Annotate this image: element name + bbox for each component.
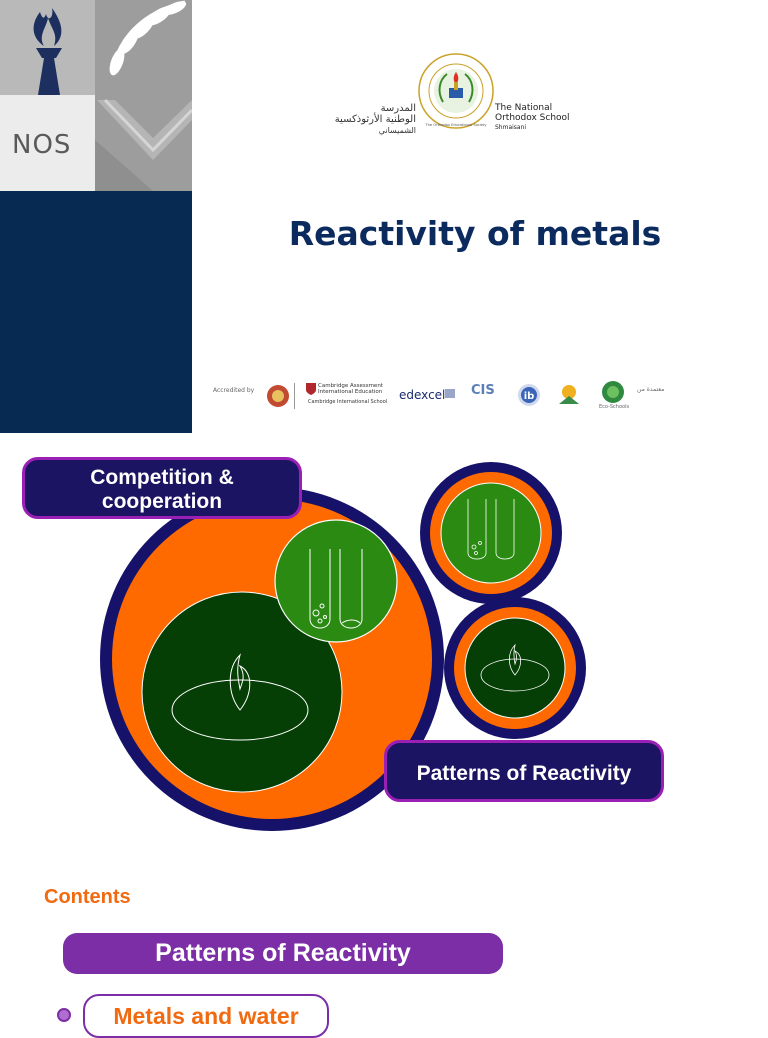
english-line-1: The National bbox=[495, 103, 553, 113]
cambridge-text: Cambridge Assessment International Educa… bbox=[318, 383, 383, 395]
slide-title: Reactivity of metals bbox=[288, 214, 662, 253]
english-line-2: Orthodox School bbox=[495, 113, 570, 123]
cambridge-shield-icon bbox=[306, 383, 316, 395]
sun-logo-icon bbox=[559, 385, 579, 404]
flame-icon bbox=[229, 653, 251, 711]
seal-ring-text: The Orthodox Educational Society bbox=[424, 123, 487, 127]
title-slide: NOS The Orthodox Educational Society الم… bbox=[0, 0, 768, 433]
jordan-crest-icon bbox=[267, 385, 289, 407]
section-title-bar[interactable]: Patterns of Reactivity bbox=[63, 933, 503, 974]
test-tube-circle bbox=[274, 519, 398, 643]
small-flame-icon bbox=[508, 643, 522, 676]
nos-badge-text: NOS bbox=[12, 130, 72, 160]
eco-schools-icon bbox=[602, 381, 624, 403]
small-circle-top-green bbox=[440, 482, 542, 584]
ib-logo: ib bbox=[524, 391, 535, 402]
school-seal-logo: The Orthodox Educational Society bbox=[418, 53, 494, 129]
cambridge-line-2: International Education bbox=[318, 389, 383, 395]
torch-icon bbox=[33, 8, 62, 95]
navy-panel bbox=[0, 191, 192, 433]
competition-line-2: cooperation bbox=[101, 490, 223, 513]
reactivity-graphic: Competition & cooperation Patterns of Re… bbox=[0, 433, 768, 853]
accreditation-row: Accredited by Cambridge Assessment Inter… bbox=[213, 378, 673, 414]
school-location: Shmaisani bbox=[495, 124, 527, 131]
wreath-tile bbox=[95, 0, 194, 191]
torch-tile bbox=[0, 0, 95, 95]
ib-logo-icon: ib bbox=[518, 384, 540, 406]
small-burner-ellipse bbox=[480, 658, 550, 692]
small-test-tubes-icon bbox=[467, 499, 515, 560]
school-name-english: The National Orthodox School Shmaisani bbox=[495, 103, 585, 133]
test-tubes-icon bbox=[309, 549, 363, 629]
contents-item-metals-and-water[interactable]: Metals and water bbox=[83, 994, 329, 1038]
arabic-line-3: الشميساني bbox=[378, 126, 416, 135]
contents-heading: Contents bbox=[44, 886, 131, 908]
competition-cooperation-label: Competition & cooperation bbox=[22, 457, 302, 519]
wreath-icon bbox=[95, 0, 194, 191]
edexcel-logo: edexcel bbox=[399, 388, 446, 402]
school-name-arabic: المدرسة الوطنية الأرثوذكسية الشميساني bbox=[330, 103, 416, 136]
edexcel-box bbox=[445, 389, 455, 398]
bullet-icon bbox=[57, 1008, 71, 1022]
cambridge-school-text: Cambridge International School bbox=[308, 399, 388, 405]
circles-illustration bbox=[100, 462, 586, 831]
accredited-by-arabic: معتمدة من bbox=[637, 386, 665, 393]
divider bbox=[294, 383, 295, 409]
patterns-of-reactivity-label: Patterns of Reactivity bbox=[384, 740, 664, 802]
big-circle-green bbox=[141, 591, 343, 793]
nos-tile bbox=[0, 95, 95, 191]
eco-schools-label: Eco-Schools bbox=[599, 404, 630, 410]
small-circle-bottom-green bbox=[464, 617, 566, 719]
cis-logo: CIS bbox=[471, 383, 495, 398]
competition-line-1: Competition & bbox=[90, 466, 234, 489]
burner-ellipse bbox=[171, 679, 309, 741]
arabic-line-1: المدرسة bbox=[380, 103, 416, 114]
accredited-by-label: Accredited by bbox=[213, 387, 255, 394]
arabic-line-2: الوطنية الأرثوذكسية bbox=[334, 114, 416, 125]
cambridge-line-1: Cambridge Assessment bbox=[318, 383, 383, 389]
